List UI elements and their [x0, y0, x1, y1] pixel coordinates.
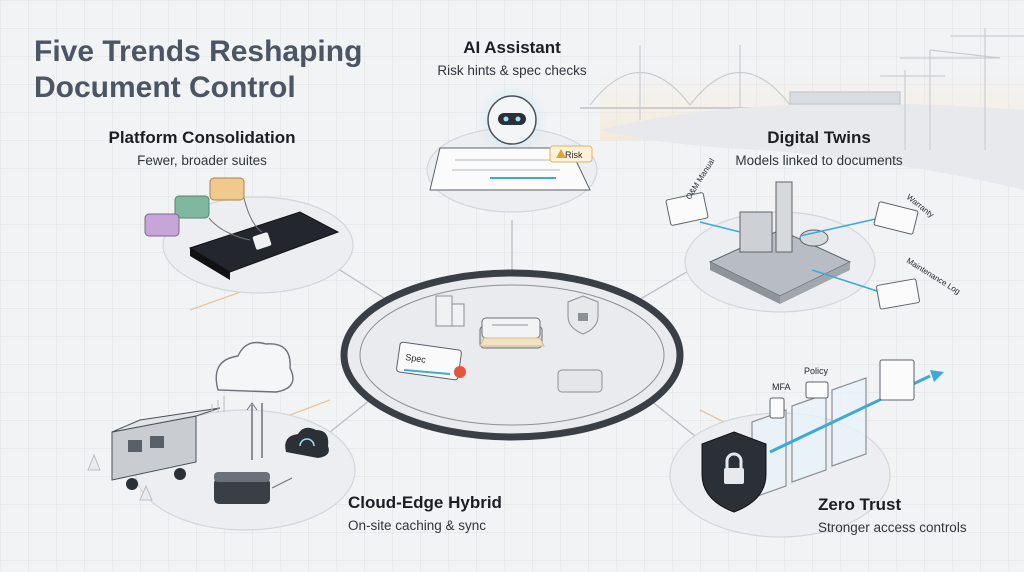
trend-digital-twins: Digital Twins Models linked to documents	[714, 128, 924, 168]
trend-ai-assistant-title: AI Assistant	[463, 38, 561, 57]
central-hub	[340, 269, 684, 441]
trend-platform: Platform Consolidation Fewer, broader su…	[92, 128, 312, 168]
hub-document-stack	[479, 317, 545, 349]
hub-spec-label: Spec	[405, 352, 427, 365]
ai-risk-badge-label: Risk	[565, 150, 583, 160]
shield-lock-icon	[701, 431, 767, 513]
ai-assistant-illustration	[429, 84, 593, 191]
twin-doc-maintenance-log	[876, 278, 920, 310]
trend-zero-trust: Zero Trust Stronger access controls	[818, 495, 967, 535]
trend-ai-assistant: AI Assistant Risk hints & spec checks	[412, 38, 612, 78]
hub-server-icon	[557, 369, 603, 393]
cloud-edge-illustration	[87, 341, 329, 504]
trend-cloud-edge: Cloud-Edge Hybrid On-site caching & sync	[348, 493, 502, 533]
hub-shield-icon	[567, 295, 599, 335]
trend-cloud-edge-title: Cloud-Edge Hybrid	[348, 493, 502, 512]
page-title: Five Trends Reshaping Document Control	[34, 35, 363, 104]
twin-doc-warranty	[873, 201, 919, 235]
platform-illustration	[144, 177, 340, 280]
trend-zero-trust-title: Zero Trust	[818, 495, 902, 514]
trend-cloud-edge-subtitle: On-site caching & sync	[348, 518, 487, 533]
digital-twins-illustration	[665, 181, 920, 310]
trend-zero-trust-subtitle: Stronger access controls	[818, 520, 967, 535]
zero-trust-illustration	[701, 359, 944, 513]
trend-platform-subtitle: Fewer, broader suites	[137, 153, 267, 168]
trend-digital-twins-title: Digital Twins	[767, 128, 871, 147]
hub-spec-card	[396, 341, 466, 381]
trend-ai-assistant-subtitle: Risk hints & spec checks	[437, 63, 587, 78]
zero-trust-step-policy: Policy	[804, 366, 829, 376]
twin-doc-om-manual	[665, 192, 709, 226]
hub-building-icon	[435, 295, 465, 327]
skyline-background	[580, 28, 1024, 190]
trend-platform-title: Platform Consolidation	[108, 128, 296, 147]
zero-trust-step-mfa: MFA	[772, 382, 791, 392]
site-trailer	[111, 407, 221, 490]
trend-digital-twins-subtitle: Models linked to documents	[735, 153, 903, 168]
